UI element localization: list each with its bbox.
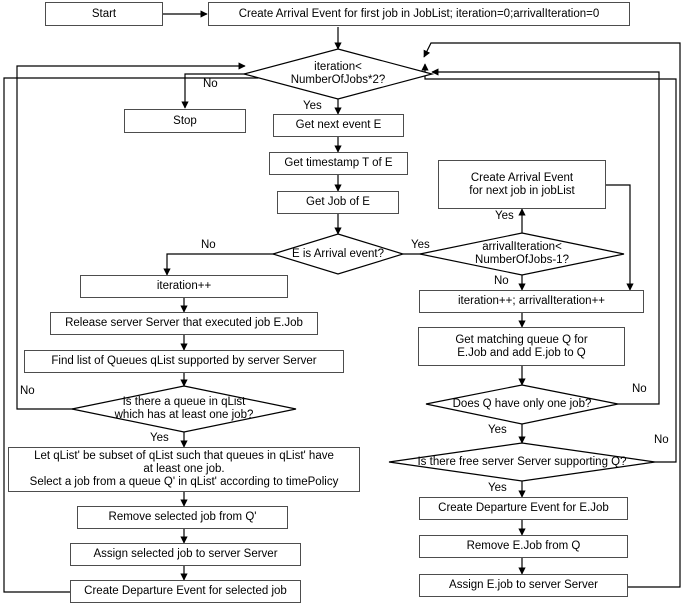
edge-label-arrival-iteration-no: No — [494, 275, 509, 287]
node-iteration-arrival-inc[interactable]: iteration++; arrivalIteration++ — [419, 290, 644, 313]
edge-label-queue-in-qlist-yes: Yes — [150, 432, 169, 444]
decision-queue-in-qlist-shape — [71, 385, 297, 433]
edge-queue-in-qlist-no-to-iteration-check — [16, 62, 246, 410]
decision-iteration-check-shape — [241, 48, 435, 100]
decision-arrival-iteration-shape — [419, 232, 625, 276]
node-create-departure-selected[interactable]: Create Departure Event for selected job — [70, 580, 301, 603]
node-create-arrival-first[interactable]: Create Arrival Event for first job in Jo… — [208, 2, 630, 26]
node-create-arrival-next[interactable]: Create Arrival Event for next job in job… — [438, 160, 606, 209]
node-remove-ejob[interactable]: Remove E.Job from Q — [419, 535, 628, 558]
edge-label-arrival-iteration-yes: Yes — [495, 210, 514, 222]
decision-is-arrival-shape — [270, 233, 406, 275]
edge-iteration-no-to-stop — [181, 73, 261, 109]
edge-assign-ejob-to-iteration-check — [423, 42, 681, 588]
edge-label-iteration-yes: Yes — [303, 100, 322, 112]
node-stop[interactable]: Stop — [124, 109, 246, 133]
edge-label-free-server-yes: Yes — [488, 482, 507, 494]
node-select-job[interactable]: Let qList' be subset of qList such that … — [8, 447, 360, 492]
decision-q-one-job-shape — [425, 384, 619, 425]
edge-label-is-arrival-no: No — [201, 239, 216, 251]
node-get-matching-queue[interactable]: Get matching queue Q for E.Job and add E… — [418, 327, 625, 366]
node-get-job[interactable]: Get Job of E — [277, 191, 399, 214]
node-iteration-inc[interactable]: iteration++ — [80, 275, 288, 298]
node-create-departure-ejob[interactable]: Create Departure Event for E.Job — [419, 497, 628, 520]
node-remove-selected[interactable]: Remove selected job from Q' — [77, 506, 288, 529]
edge-label-free-server-no: No — [654, 434, 669, 446]
node-get-next-event[interactable]: Get next event E — [273, 114, 404, 137]
decision-free-server-shape — [388, 442, 656, 482]
node-start[interactable]: Start — [45, 2, 163, 26]
edge-is-arrival-no-to-iteration-inc — [163, 253, 274, 276]
edge-label-iteration-no: No — [203, 78, 218, 90]
edge-q-one-job-no-to-iteration-check — [431, 68, 660, 405]
node-release-server[interactable]: Release server Server that executed job … — [50, 312, 318, 335]
node-assign-selected[interactable]: Assign selected job to server Server — [70, 543, 301, 566]
edge-create-arrival-next-to-iteration-arrival-inc — [606, 184, 634, 291]
node-get-timestamp[interactable]: Get timestamp T of E — [269, 152, 408, 175]
edge-label-queue-in-qlist-no: No — [20, 385, 35, 397]
edge-label-q-one-job-no: No — [632, 383, 647, 395]
node-find-qlist[interactable]: Find list of Queues qList supported by s… — [24, 350, 344, 373]
node-assign-ejob[interactable]: Assign E.job to server Server — [419, 574, 628, 597]
edge-label-q-one-job-yes: Yes — [488, 424, 507, 436]
edge-label-is-arrival-yes: Yes — [411, 239, 430, 251]
